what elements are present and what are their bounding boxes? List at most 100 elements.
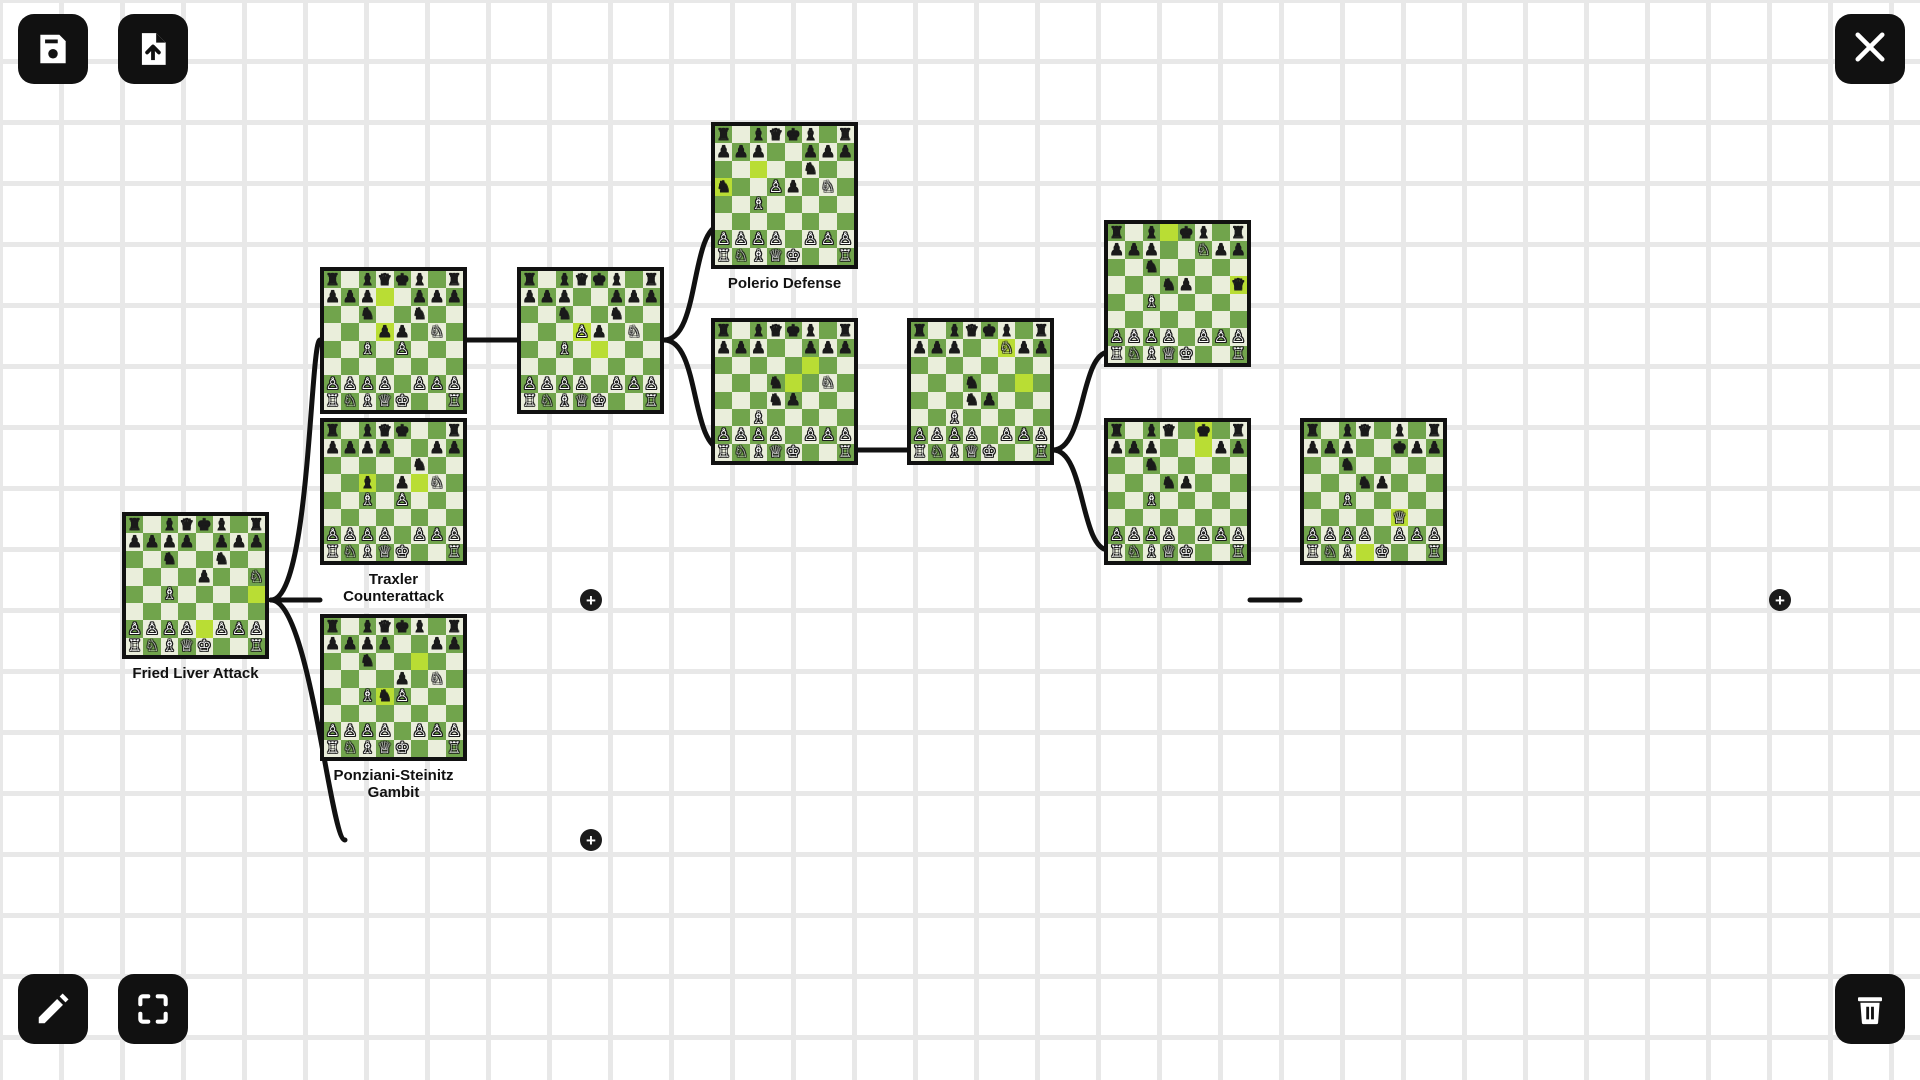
square-c4[interactable]: ♗ — [160, 585, 179, 603]
square-b5[interactable] — [732, 178, 750, 196]
square-f7[interactable] — [410, 439, 429, 457]
square-e3[interactable] — [784, 212, 802, 231]
chess-board[interactable]: ♜♝♛♚♜♟♟♟♟♟♟♞♝♟♘♗♙♙♙♙♙♙♙♙♖♘♗♕♔♖ — [320, 418, 467, 565]
square-f1[interactable] — [1194, 345, 1213, 363]
square-e2[interactable] — [1373, 526, 1391, 544]
square-f6[interactable]: ♞ — [410, 305, 429, 324]
square-b1[interactable]: ♘ — [143, 637, 161, 655]
square-c3[interactable]: ♗ — [749, 408, 768, 427]
square-e6[interactable] — [980, 356, 998, 375]
square-h2[interactable]: ♙ — [1425, 526, 1443, 544]
delete-button[interactable] — [1835, 974, 1905, 1044]
square-f6[interactable]: ♞ — [801, 160, 820, 179]
square-g2[interactable]: ♙ — [625, 375, 643, 393]
square-a8[interactable]: ♜ — [1108, 224, 1126, 242]
square-h6[interactable] — [445, 456, 463, 475]
square-g8[interactable] — [1015, 322, 1033, 340]
square-g6[interactable] — [1408, 456, 1426, 475]
square-h4[interactable] — [445, 491, 463, 509]
square-f3[interactable] — [997, 408, 1016, 427]
square-d3[interactable] — [376, 508, 394, 527]
square-d2[interactable]: ♙ — [1160, 328, 1178, 346]
square-h6[interactable] — [1229, 258, 1247, 277]
square-f6[interactable]: ♞ — [607, 305, 626, 324]
square-g3[interactable] — [428, 357, 446, 376]
square-b7[interactable]: ♟ — [1125, 439, 1143, 457]
square-e7[interactable] — [1177, 439, 1195, 457]
square-h2[interactable]: ♙ — [445, 722, 463, 740]
square-g6[interactable] — [1015, 356, 1033, 375]
square-d4[interactable] — [376, 340, 394, 358]
square-a2[interactable]: ♙ — [521, 375, 539, 393]
square-a5[interactable] — [324, 474, 342, 492]
square-g2[interactable]: ♙ — [428, 526, 446, 544]
square-a1[interactable]: ♖ — [324, 543, 342, 561]
square-c3[interactable] — [358, 357, 377, 376]
square-h4[interactable] — [1229, 293, 1247, 311]
square-e4[interactable] — [784, 195, 802, 213]
square-b2[interactable]: ♙ — [928, 426, 946, 444]
square-e5[interactable]: ♟ — [1177, 474, 1195, 492]
square-e6[interactable] — [784, 356, 802, 375]
square-b7[interactable]: ♟ — [928, 339, 946, 357]
square-h1[interactable]: ♖ — [836, 443, 854, 461]
square-g5[interactable] — [1212, 474, 1230, 492]
square-a8[interactable]: ♜ — [324, 271, 342, 289]
square-f8[interactable]: ♝ — [801, 126, 820, 144]
square-b2[interactable]: ♙ — [732, 426, 750, 444]
square-b2[interactable]: ♙ — [1321, 526, 1339, 544]
square-c8[interactable]: ♝ — [1142, 422, 1161, 440]
square-e4[interactable]: ♟ — [980, 391, 998, 409]
square-b2[interactable]: ♙ — [341, 375, 359, 393]
square-h8[interactable]: ♜ — [247, 516, 265, 534]
square-f4[interactable] — [607, 340, 626, 358]
square-d8[interactable]: ♛ — [376, 422, 394, 440]
square-h4[interactable] — [836, 195, 854, 213]
square-f2[interactable]: ♙ — [1194, 526, 1213, 544]
square-f4[interactable] — [1390, 491, 1409, 509]
square-g7[interactable]: ♟ — [428, 635, 446, 653]
close-button[interactable] — [1835, 14, 1905, 84]
square-c1[interactable]: ♗ — [1142, 543, 1161, 561]
square-e1[interactable]: ♔ — [393, 543, 411, 561]
square-g6[interactable] — [428, 456, 446, 475]
square-d7[interactable]: ♟ — [376, 635, 394, 653]
square-b1[interactable]: ♘ — [928, 443, 946, 461]
square-b4[interactable] — [1125, 491, 1143, 509]
square-b8[interactable] — [341, 271, 359, 289]
expand-node-ponziani-button[interactable]: + — [580, 829, 602, 851]
square-c4[interactable] — [945, 391, 964, 409]
square-g1[interactable] — [428, 543, 446, 561]
square-h6[interactable] — [247, 550, 265, 569]
square-a8[interactable]: ♜ — [126, 516, 144, 534]
square-g6[interactable] — [819, 356, 837, 375]
square-e8[interactable]: ♚ — [784, 322, 802, 340]
square-f3[interactable] — [410, 704, 429, 723]
square-e5[interactable] — [784, 374, 802, 392]
square-b4[interactable] — [928, 391, 946, 409]
square-d3[interactable] — [767, 212, 785, 231]
square-c3[interactable] — [1338, 508, 1357, 527]
square-g1[interactable] — [1408, 543, 1426, 561]
square-a6[interactable] — [715, 160, 733, 179]
chess-board[interactable]: ♜♝♛♚♝♜♟♟♟♟♟♟♞♞♟♟♘♗♙♙♙♙♙♙♙♙♖♘♗♕♔♖ — [320, 267, 467, 414]
square-b6[interactable] — [732, 356, 750, 375]
square-f7[interactable] — [1194, 439, 1213, 457]
square-h8[interactable]: ♜ — [1229, 422, 1247, 440]
square-h2[interactable]: ♙ — [1229, 328, 1247, 346]
square-c8[interactable]: ♝ — [945, 322, 964, 340]
square-e1[interactable]: ♔ — [980, 443, 998, 461]
square-c7[interactable]: ♟ — [160, 533, 179, 551]
square-f1[interactable] — [607, 392, 626, 410]
square-h4[interactable] — [836, 391, 854, 409]
square-b3[interactable] — [1125, 310, 1143, 329]
square-e8[interactable]: ♚ — [980, 322, 998, 340]
square-d6[interactable] — [376, 305, 394, 324]
square-e5[interactable]: ♟ — [784, 178, 802, 196]
square-c5[interactable]: ♝ — [358, 474, 377, 492]
square-a2[interactable]: ♙ — [715, 426, 733, 444]
square-c7[interactable]: ♟ — [555, 288, 574, 306]
square-c1[interactable]: ♗ — [555, 392, 574, 410]
square-c7[interactable]: ♟ — [749, 339, 768, 357]
square-h1[interactable]: ♖ — [1032, 443, 1050, 461]
